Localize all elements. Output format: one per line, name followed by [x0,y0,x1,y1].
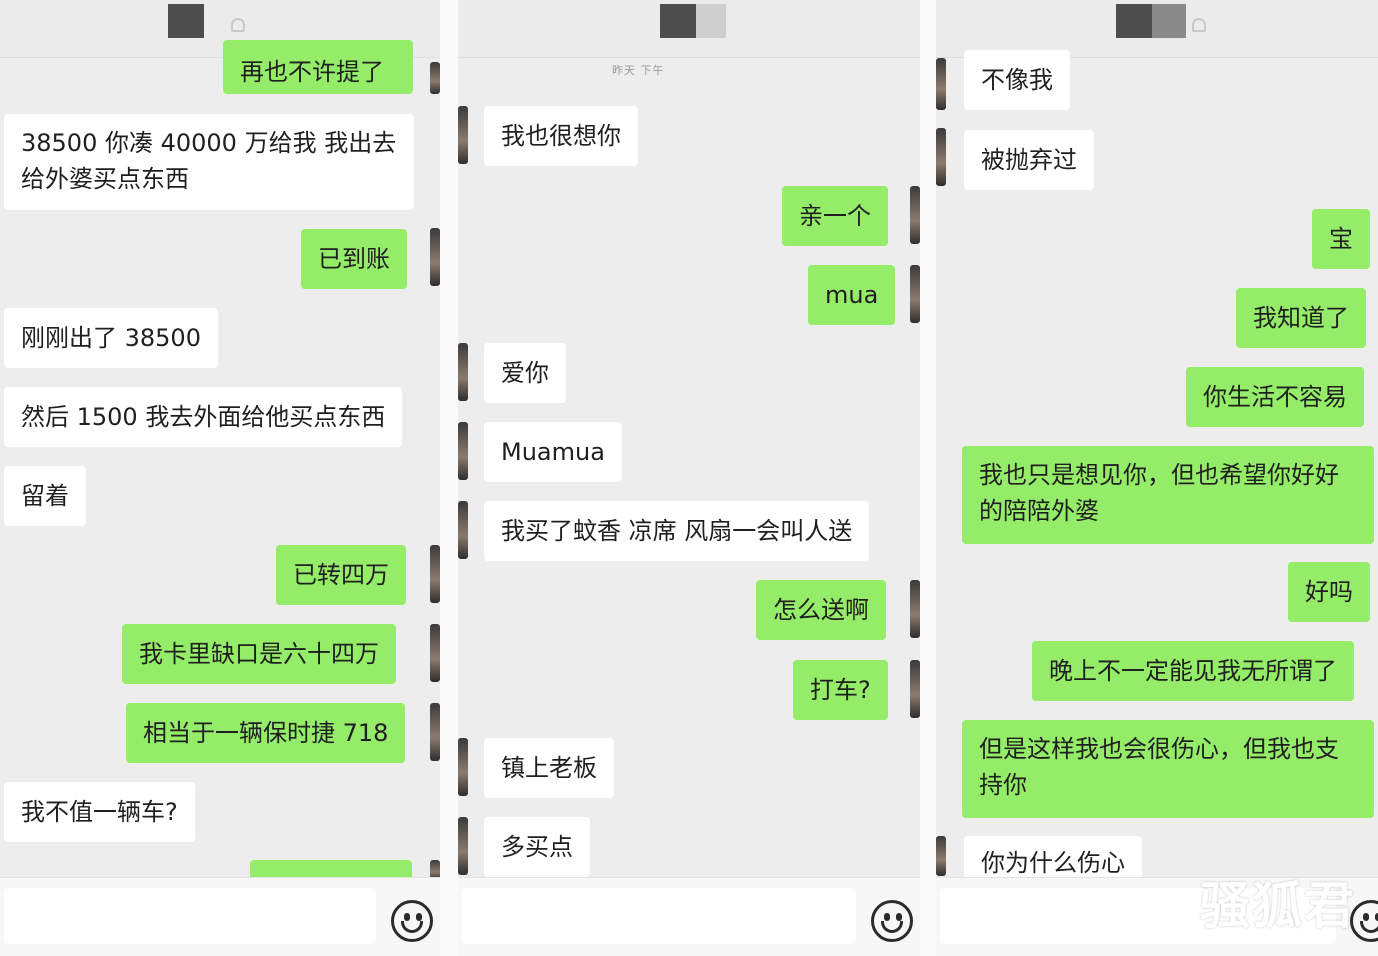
message-bubble-outgoing[interactable]: 怎么送啊 [756,580,886,640]
avatar[interactable] [458,501,468,559]
avatar[interactable] [458,738,468,796]
message-bubble-outgoing[interactable]: 亲一个 [782,186,888,246]
mute-bell-icon [231,18,245,32]
message-bubble-outgoing[interactable]: 我也只是想见你，但也希望你好好的陪陪外婆 [962,446,1374,544]
avatar[interactable] [936,836,946,876]
message-bubble-outgoing[interactable]: 已到账 [301,229,407,289]
chat-panel-2: 昨天 下午 我也很想你 亲一个 mua 爱你 Muamua 我买了蚊香 凉席 风… [458,0,920,956]
panel-divider [920,0,936,956]
message-bubble-incoming[interactable]: 被抛弃过 [964,130,1094,190]
input-bar [936,877,1378,956]
contact-name-redacted [696,4,726,38]
input-bar [458,877,920,956]
input-bar [0,877,440,956]
emoji-icon[interactable] [391,900,433,942]
avatar[interactable] [430,228,440,286]
message-bubble-incoming[interactable]: 我也很想你 [484,106,638,166]
chat-header [936,0,1378,58]
message-bubble-outgoing[interactable]: mua [808,265,896,325]
message-input[interactable] [462,888,856,944]
message-input[interactable] [940,888,1336,944]
message-bubble-incoming[interactable]: Muamua [484,422,622,482]
contact-name-redacted [660,4,696,38]
message-bubble-incoming[interactable]: 38500 你凑 40000 万给我 我出去给外婆买点东西 [4,114,414,210]
message-bubble-outgoing[interactable]: 好吗 [1288,562,1370,622]
avatar[interactable] [458,817,468,875]
message-bubble-outgoing[interactable]: 相当于一辆保时捷 718 [126,703,406,763]
avatar[interactable] [430,545,440,603]
message-bubble-incoming[interactable]: 然后 1500 我去外面给他买点东西 [4,387,403,447]
avatar[interactable] [458,106,468,164]
avatar[interactable] [430,703,440,761]
avatar[interactable] [458,422,468,480]
message-bubble-outgoing[interactable]: 宝 [1312,209,1370,269]
avatar[interactable] [458,343,468,401]
chat-header [458,0,920,58]
contact-name-redacted [1116,4,1152,38]
message-bubble-outgoing[interactable]: 已转四万 [276,545,406,605]
avatar[interactable] [936,128,946,186]
watermark-text: 骚狐君 [1200,877,1356,935]
timestamp: 昨天 下午 [612,64,665,77]
message-bubble-outgoing[interactable]: 晚上不一定能见我无所谓了 [1032,641,1354,701]
emoji-icon[interactable] [1350,900,1378,942]
contact-name-redacted [168,4,204,38]
message-bubble-incoming[interactable]: 多买点 [484,817,590,877]
avatar[interactable] [430,62,440,94]
message-bubble-incoming[interactable]: 留着 [4,466,86,526]
message-bubble-outgoing[interactable]: 你生活不容易 [1186,367,1364,427]
chat-panel-1: 再也不许提了 38500 你凑 40000 万给我 我出去给外婆买点东西 已到账… [0,0,440,956]
avatar[interactable] [430,624,440,682]
avatar[interactable] [910,265,920,323]
message-input[interactable] [4,888,376,944]
chat-panel-3: 不像我 被抛弃过 宝 我知道了 你生活不容易 我也只是想见你，但也希望你好好的陪… [936,0,1378,956]
emoji-icon[interactable] [871,900,913,942]
message-bubble-outgoing[interactable]: 我知道了 [1236,288,1366,348]
message-bubble-incoming[interactable]: 镇上老板 [484,738,614,798]
message-bubble-incoming[interactable]: 爱你 [484,343,566,403]
message-bubble-outgoing[interactable]: 打车? [793,660,888,720]
avatar[interactable] [430,860,440,880]
avatar[interactable] [936,58,946,110]
message-bubble-outgoing[interactable]: 但是这样我也会很伤心，但我也支持你 [962,720,1374,818]
avatar[interactable] [910,186,920,244]
message-bubble-incoming[interactable]: 我买了蚊香 凉席 风扇一会叫人送 [484,501,870,561]
message-bubble-incoming[interactable]: 刚刚出了 38500 [4,308,218,368]
message-bubble-incoming[interactable]: 不像我 [964,50,1070,110]
message-bubble-outgoing[interactable]: 再也不许提了 [223,40,413,94]
mute-bell-icon [1192,18,1206,32]
avatar[interactable] [910,580,920,638]
message-bubble-outgoing[interactable]: 我卡里缺口是六十四万 [122,624,396,684]
message-bubble-incoming[interactable]: 我不值一辆车? [4,782,195,842]
contact-name-redacted [1152,4,1186,38]
chat-header [0,0,440,58]
panel-divider [440,0,458,956]
avatar[interactable] [910,660,920,718]
